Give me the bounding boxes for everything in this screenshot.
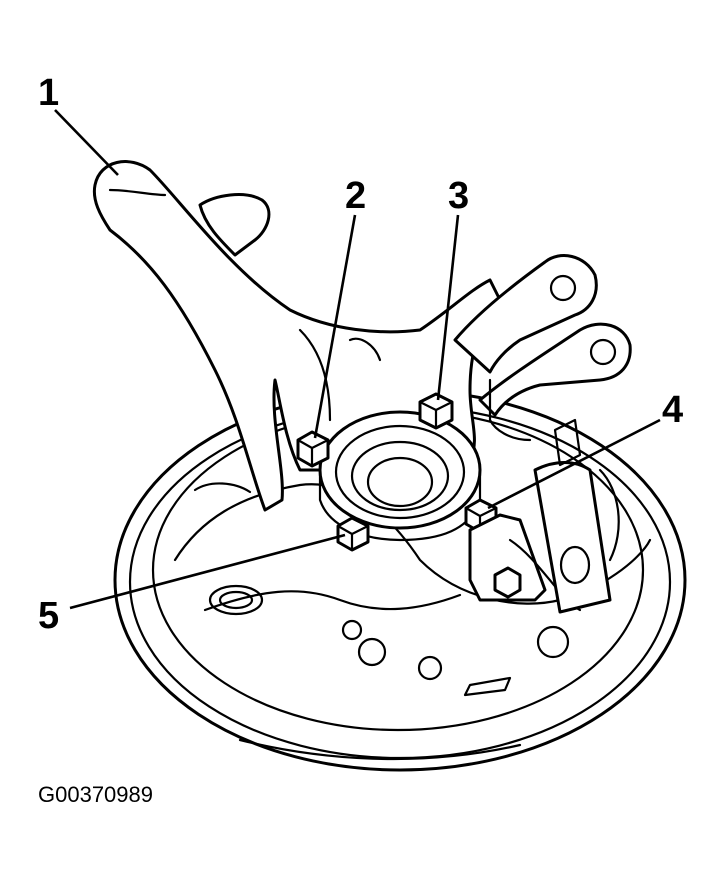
callout-4: 4 xyxy=(662,389,683,431)
figure-id: G00370989 xyxy=(38,782,153,807)
callout-2: 2 xyxy=(345,175,366,217)
upper-bracket xyxy=(453,254,632,417)
callout-1: 1 xyxy=(38,72,59,114)
brake-hardware xyxy=(468,378,620,614)
leader-2 xyxy=(313,214,357,439)
leader-4 xyxy=(487,418,661,510)
leader-1 xyxy=(54,109,119,176)
hub-bearing xyxy=(318,410,482,542)
bolt-3 xyxy=(418,392,454,430)
leader-3 xyxy=(436,214,460,401)
callout-3: 3 xyxy=(448,175,469,217)
leader-lines xyxy=(54,109,661,610)
leader-5 xyxy=(69,533,346,610)
callout-5: 5 xyxy=(38,595,59,637)
bolt-2 xyxy=(296,430,330,468)
callout-labels: 1 2 3 4 5 xyxy=(38,72,683,637)
bolt-5 xyxy=(336,516,370,552)
